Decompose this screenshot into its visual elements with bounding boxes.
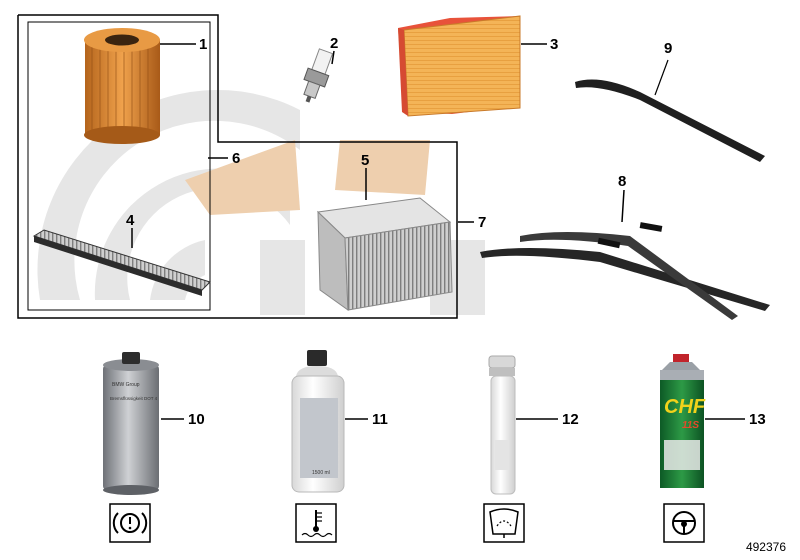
cabin-filter-box [316, 197, 453, 312]
callout-5: 5 [361, 152, 369, 169]
drawing-id: 492376 [745, 540, 786, 554]
callout-3: 3 [550, 36, 558, 53]
callout-12: 12 [562, 411, 579, 428]
group-frames [17, 14, 458, 319]
coolant-temperature-icon [295, 503, 337, 543]
callout-8: 8 [618, 173, 626, 190]
callout-7: 7 [478, 214, 486, 231]
callout-6: 6 [232, 150, 240, 167]
steering-wheel-icon [663, 503, 705, 543]
callout-2: 2 [330, 35, 338, 52]
brake-fluid-name: Bremsflüssigkeit DOT 4 [110, 396, 158, 401]
callout-10: 10 [188, 411, 205, 428]
chf-fluid-can: CHF 11S [660, 354, 706, 488]
callout-11: 11 [372, 411, 388, 428]
rear-wiper [575, 59, 765, 162]
callout-4: 4 [126, 212, 135, 229]
spark-plug [303, 48, 334, 103]
front-wipers [480, 222, 770, 320]
brake-fluid-can: BMW Group Bremsflüssigkeit DOT 4 [103, 352, 159, 495]
cabin-filter-strip [32, 229, 211, 296]
air-filter [398, 15, 521, 117]
brake-warning-icon [109, 503, 151, 543]
chf-logo: CHF [664, 396, 706, 418]
washer-bottle [488, 355, 516, 495]
chf-sub: 11S [682, 420, 699, 431]
oil-filter [84, 28, 160, 144]
coolant-bottle: 1500 ml [291, 350, 345, 493]
callout-13: 13 [749, 411, 766, 428]
windshield-washer-icon [483, 503, 525, 543]
brake-fluid-brand: BMW Group [112, 382, 140, 388]
leader-lines [131, 43, 745, 420]
callout-9: 9 [664, 40, 672, 57]
coolant-volume: 1500 ml [312, 470, 330, 476]
callout-numbers: 1 2 3 4 5 6 7 8 9 10 11 12 13 [126, 35, 766, 428]
callout-1: 1 [199, 36, 207, 53]
